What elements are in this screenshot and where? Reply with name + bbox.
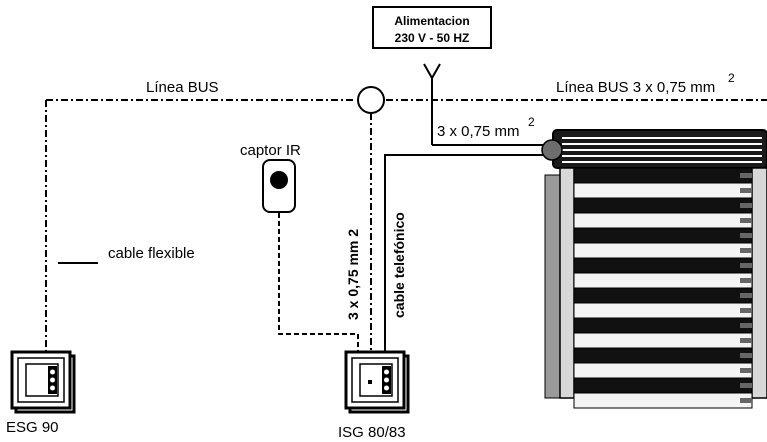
shutter-slat-notch — [740, 293, 752, 298]
shutter-slat-notch — [740, 278, 752, 283]
shutter-slat-notch — [740, 248, 752, 253]
shutter-slat — [573, 362, 753, 379]
shutter-slat — [573, 332, 753, 349]
shutter-slat — [573, 257, 753, 274]
shutter-slat — [573, 302, 753, 319]
roller-shutter — [541, 129, 767, 409]
shutter-slat-notch — [740, 233, 752, 238]
captor-cable — [278, 213, 359, 353]
shutter-slat-notch — [740, 368, 752, 373]
bus-line-label-right: Línea BUS 3 x 0,75 mm — [556, 79, 715, 96]
captor-label: captor IR — [240, 142, 301, 159]
shutter-slat-notch — [740, 398, 752, 403]
flex-cable-label: cable flexible — [108, 245, 195, 262]
flexible-cable — [384, 154, 548, 353]
shutter-slat — [573, 242, 753, 259]
shutter-slat-notch — [740, 263, 752, 268]
isg-80-83-label: ISG 80/83 — [338, 424, 406, 441]
shutter-slat — [573, 287, 753, 304]
shutter-slat-notch — [740, 308, 752, 313]
esg-90-device — [10, 350, 76, 414]
feed-cable-label-sup: 2 — [528, 115, 535, 129]
captor-ir — [262, 159, 296, 213]
shutter-slat-notch — [740, 173, 752, 178]
shutter-slat-notch — [740, 383, 752, 388]
shutter-slat — [573, 347, 753, 364]
shutter-slat — [573, 212, 753, 229]
shutter-slat — [573, 317, 753, 334]
shutter-slat — [573, 392, 753, 409]
bus-line — [45, 99, 767, 353]
bus-junction — [357, 86, 385, 114]
power-supply-line1: Alimentacion — [394, 14, 469, 28]
shutter-slat-notch — [740, 353, 752, 358]
vertical-cable-label-phone: cable telefónico — [391, 212, 407, 318]
power-supply-line2: 230 V - 50 HZ — [395, 31, 470, 45]
shutter-slat-notch — [740, 218, 752, 223]
feed-cable-label: 3 x 0,75 mm — [437, 123, 520, 140]
shutter-slat — [573, 167, 753, 184]
shutter-slat — [573, 272, 753, 289]
isg-80-83-device — [344, 350, 410, 414]
shutter-slat — [573, 377, 753, 394]
vertical-cable-label-bus: 3 x 0,75 mm 2 — [345, 229, 361, 320]
bus-line-label-right-sup: 2 — [728, 71, 735, 85]
shutter-slat — [573, 227, 753, 244]
power-supply-box: Alimentacion 230 V - 50 HZ — [372, 6, 492, 49]
bus-line-label-left: Línea BUS — [146, 79, 219, 96]
shutter-slat-notch — [740, 188, 752, 193]
shutter-slat-notch — [740, 338, 752, 343]
shutter-slat — [573, 197, 753, 214]
shutter-slat-notch — [740, 323, 752, 328]
shutter-slat-notch — [740, 203, 752, 208]
esg-90-label: ESG 90 — [6, 419, 59, 436]
feed-symbol — [423, 63, 548, 146]
shutter-slat — [573, 182, 753, 199]
